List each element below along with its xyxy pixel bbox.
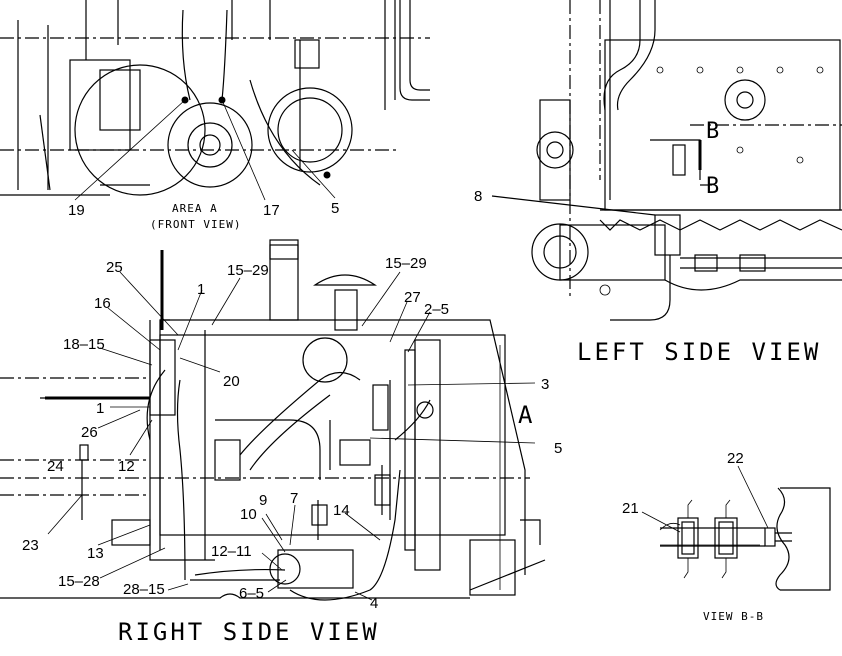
area-a-marker: A — [518, 401, 535, 429]
callout-3: 3 — [541, 376, 549, 393]
view-bb-title: VIEW B-B — [703, 610, 764, 623]
callout-1-top: 1 — [197, 281, 205, 298]
callout-22: 22 — [727, 450, 744, 467]
callout-12-11: 12–11 — [211, 543, 252, 560]
callout-10: 10 — [240, 506, 257, 523]
callout-25: 25 — [106, 259, 123, 276]
callout-6-5: 6–5 — [239, 585, 264, 602]
area-a-front-view — [0, 0, 430, 201]
right-side-view — [0, 239, 546, 601]
callout-7: 7 — [290, 490, 298, 507]
right-side-view-title: RIGHT SIDE VIEW — [118, 618, 380, 646]
callout-24: 24 — [47, 458, 64, 475]
section-marker-b-top: B — [706, 119, 719, 144]
callout-26: 26 — [81, 424, 98, 441]
callout-16: 16 — [94, 295, 111, 312]
callout-15-28: 15–28 — [58, 573, 100, 590]
left-side-view-title: LEFT SIDE VIEW — [577, 338, 821, 366]
callout-19: 19 — [68, 202, 85, 219]
callout-12: 12 — [118, 458, 135, 475]
callout-9: 9 — [259, 492, 267, 509]
callout-23: 23 — [22, 537, 39, 554]
callout-27: 27 — [404, 289, 421, 306]
callout-5: 5 — [331, 200, 339, 217]
callout-15-29-right: 15–29 — [385, 255, 427, 272]
area-a-subtitle: (FRONT VIEW) — [150, 218, 241, 231]
callout-8: 8 — [474, 188, 482, 205]
callout-5-right: 5 — [554, 440, 562, 457]
view-bb — [641, 465, 831, 591]
callout-13: 13 — [87, 545, 104, 562]
callout-28-15: 28–15 — [123, 581, 165, 598]
callout-14: 14 — [333, 502, 350, 519]
callout-20: 20 — [223, 373, 240, 390]
callout-21: 21 — [622, 500, 639, 517]
left-side-view: B B — [491, 0, 842, 321]
callout-17: 17 — [263, 202, 280, 219]
right-view-leaders — [47, 271, 536, 601]
area-a-title: AREA A — [172, 202, 218, 215]
callout-2-5: 2–5 — [424, 301, 449, 318]
callout-1-left: 1 — [96, 400, 104, 417]
callout-18-15: 18–15 — [63, 336, 105, 353]
callout-15-29-left: 15–29 — [227, 262, 269, 279]
callout-4: 4 — [370, 595, 378, 612]
section-marker-b-bottom: B — [706, 174, 719, 199]
